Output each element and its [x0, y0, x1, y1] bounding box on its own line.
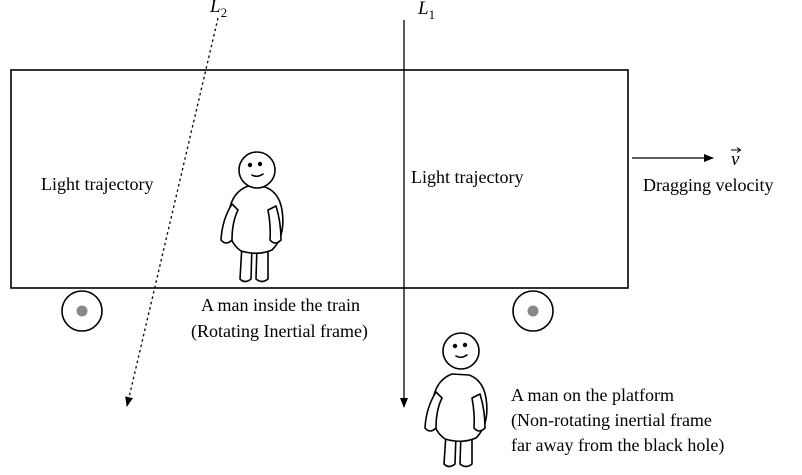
wheel-hub — [527, 305, 539, 317]
man-platform-label-line3: far away from the black hole) — [511, 435, 724, 456]
wheel-hub — [76, 305, 88, 317]
man-inside-label-line2: (Rotating Inertial frame) — [191, 321, 368, 342]
man-platform-label-line1: A man on the platform — [511, 385, 674, 405]
man-platform-figure — [424, 332, 488, 468]
train-wheel-left — [61, 290, 103, 332]
dragging-velocity-label: Dragging velocity — [643, 175, 773, 195]
man-platform-label-line2: (Non-rotating inertial frame — [511, 410, 712, 431]
beam-l2-label: L2 — [209, 0, 227, 20]
light-trajectory-left-label: Light trajectory — [41, 174, 153, 194]
train-car — [10, 69, 629, 289]
light-trajectory-l2-line — [125, 17, 219, 407]
train-wheel-right — [512, 290, 554, 332]
man-inside-train-figure — [220, 151, 284, 283]
beam-l1-label: L1 — [417, 0, 435, 22]
man-platform-head — [442, 332, 480, 370]
velocity-symbol: v — [731, 147, 742, 170]
svg-text:v: v — [731, 149, 740, 170]
man-inside-head — [238, 151, 276, 189]
light-trajectory-right-label: Light trajectory — [411, 167, 523, 187]
man-inside-label-line1: A man inside the train — [201, 295, 360, 315]
